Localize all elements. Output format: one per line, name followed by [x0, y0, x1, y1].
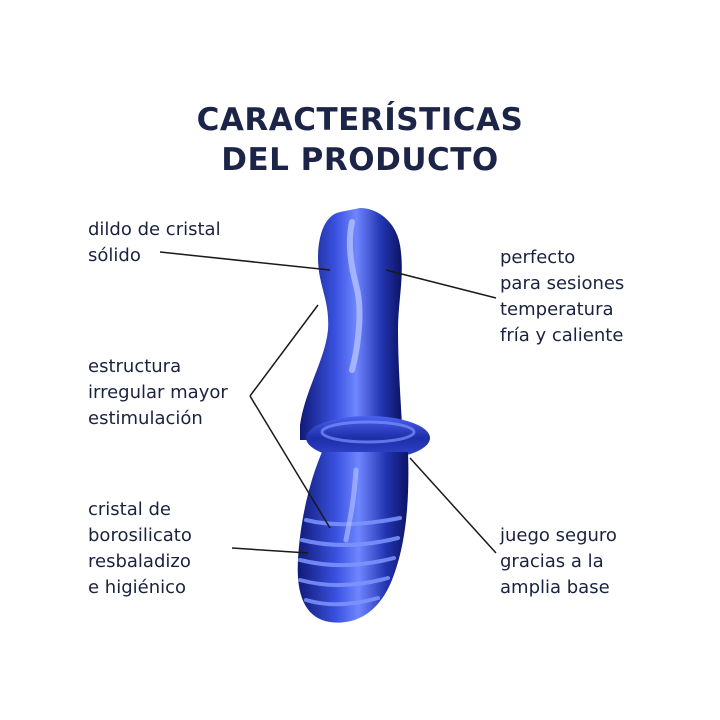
feature-line: estructura	[88, 356, 182, 377]
leader-line-bottom-left	[231, 547, 309, 554]
feature-line: sólido	[88, 245, 141, 266]
page-title-line-1: CARACTERÍSTICAS	[196, 102, 524, 138]
glass-ring-highlight	[320, 420, 416, 444]
feature-label-solid-glass: dildo de cristal sólido	[88, 217, 221, 269]
glass-upper-shaft	[300, 208, 402, 440]
feature-label-irregular-structure: estructura irregular mayor estimulación	[88, 354, 228, 432]
feature-line: amplia base	[500, 577, 610, 598]
feature-line: para sesiones	[500, 273, 625, 294]
leader-line-middle-left-lower	[249, 395, 331, 529]
feature-label-safe-base: juego seguro gracias a la amplia base	[500, 523, 617, 601]
feature-line: irregular mayor	[88, 382, 228, 403]
feature-line: resbaladizo	[88, 551, 191, 572]
feature-line: cristal de	[88, 499, 171, 520]
glass-base-ring	[306, 416, 430, 460]
leader-line-top-right	[385, 269, 497, 299]
leader-line-middle-left-upper	[249, 304, 319, 397]
leader-line-top-left	[159, 251, 331, 271]
feature-line: gracias a la	[500, 551, 604, 572]
feature-line: temperatura	[500, 299, 614, 320]
feature-label-temperature-play: perfecto para sesiones temperatura fría …	[500, 245, 624, 349]
feature-line: dildo de cristal	[88, 219, 221, 240]
feature-label-borosilicate: cristal de borosilicato resbaladizo e hi…	[88, 497, 192, 601]
leader-lines	[159, 251, 497, 554]
feature-line: fría y caliente	[500, 325, 624, 346]
glass-highlight	[346, 219, 363, 373]
page-title-line-2: DEL PRODUCTO	[221, 142, 499, 178]
glass-lower-highlight	[343, 467, 359, 543]
feature-line: juego seguro	[500, 525, 617, 546]
feature-line: perfecto	[500, 247, 576, 268]
feature-line: estimulación	[88, 408, 203, 429]
leader-line-bottom-right	[409, 457, 497, 554]
feature-line: borosilicato	[88, 525, 192, 546]
feature-line: e higiénico	[88, 577, 187, 598]
